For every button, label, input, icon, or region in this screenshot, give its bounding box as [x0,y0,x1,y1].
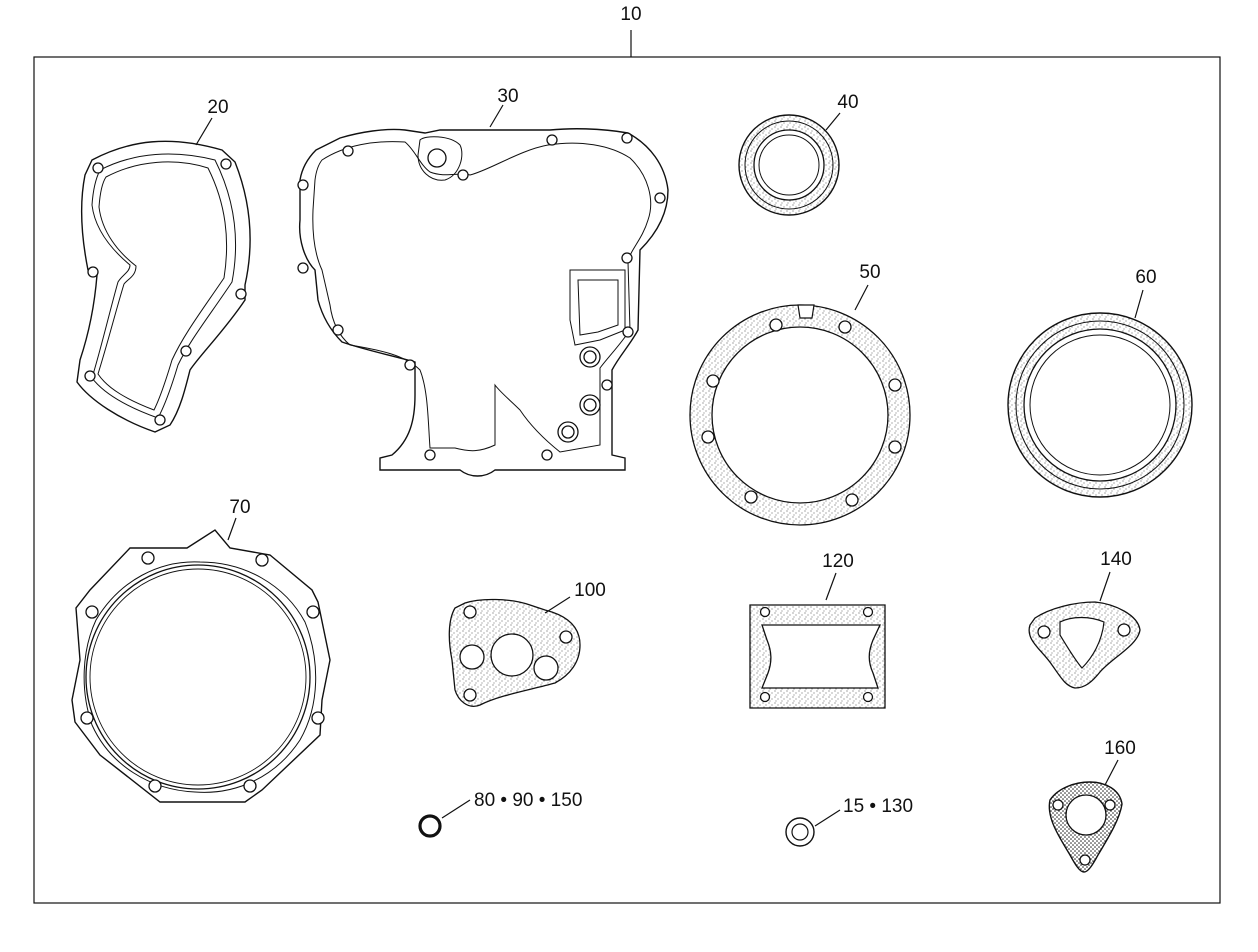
label-60: 60 [1135,267,1156,288]
label-120: 120 [822,551,854,572]
part-20-water-pump-gasket: 20 [76,97,251,433]
label-160: 160 [1104,738,1136,759]
part-15-130-washer: 15 • 130 [785,796,913,847]
label-20: 20 [207,97,228,118]
part-80-90-150-o-ring: 80 • 90 • 150 [418,790,582,838]
label-40: 40 [837,92,858,113]
label-30: 30 [497,86,518,107]
label-70: 70 [229,497,250,518]
part-60-rear-seal: 60 [1007,267,1193,498]
part-70-cover-gasket: 70 [71,497,331,803]
part-30-timing-cover-gasket: 30 [297,86,669,477]
part-50-flange-gasket: 50 [689,262,911,526]
label-100: 100 [574,580,606,601]
part-120-rectangular-gasket: 120 [749,551,886,709]
part-140-fuel-pump-gasket: 140 [1028,549,1141,689]
part-40-oil-seal: 40 [738,92,859,216]
label-10: 10 [620,4,641,25]
label-15-130: 15 • 130 [843,796,913,817]
label-140: 140 [1100,549,1132,570]
label-50: 50 [859,262,880,283]
assembly-frame [33,56,1221,904]
part-160-triangular-gasket: 160 [1048,738,1136,873]
label-80-90-150: 80 • 90 • 150 [474,790,582,811]
part-100-pump-gasket: 100 [448,580,606,707]
